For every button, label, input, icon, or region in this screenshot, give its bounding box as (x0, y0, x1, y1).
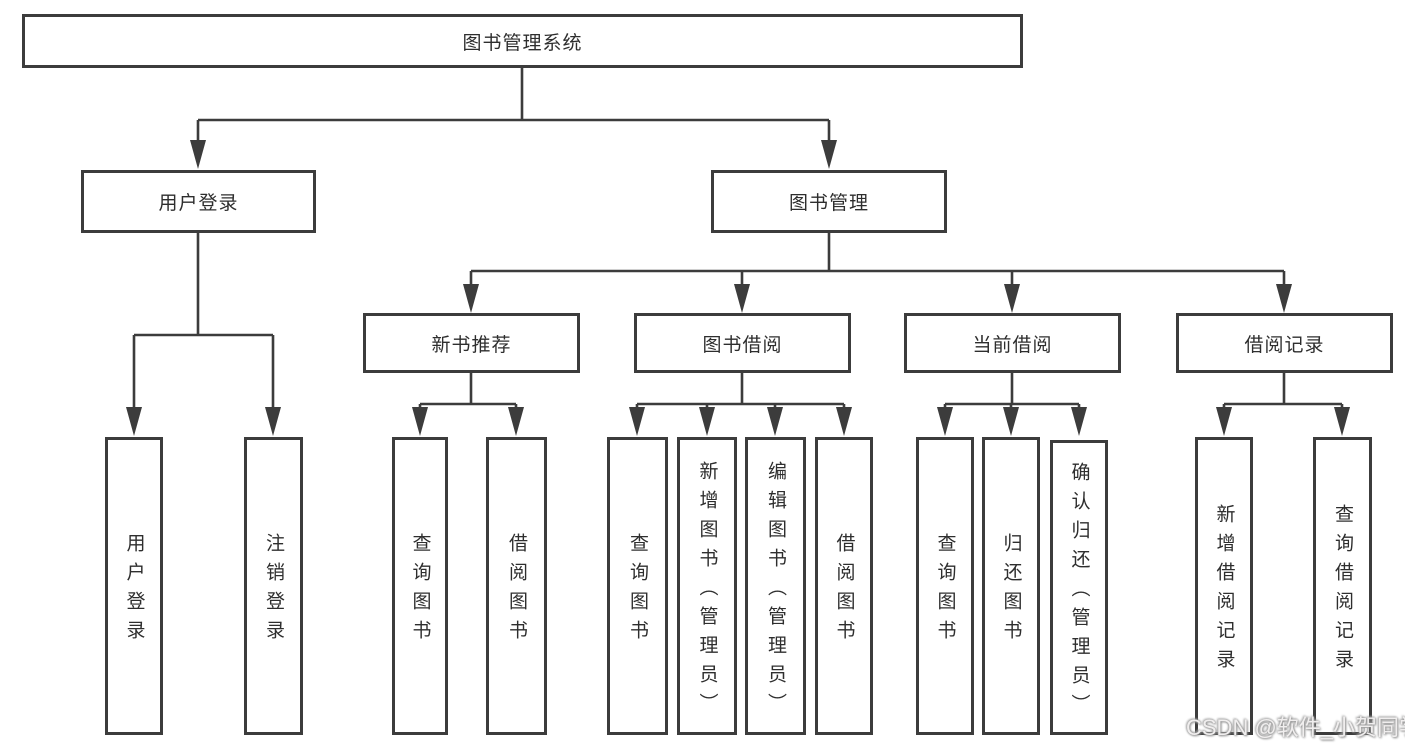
node-root-system: 图书管理系统 (22, 14, 1023, 68)
leaf-cb-return-book: 归还图书 (982, 437, 1040, 735)
leaf-user-login: 用户登录 (105, 437, 163, 735)
leaf-nb-query-book: 查询图书 (392, 437, 448, 735)
leaf-bb-edit-book-admin: 编辑图书（管理员） (745, 437, 806, 735)
node-new-book-recommend: 新书推荐 (363, 313, 580, 373)
leaf-cb-query-book: 查询图书 (916, 437, 974, 735)
node-borrow-records: 借阅记录 (1176, 313, 1393, 373)
leaf-nb-borrow-book: 借阅图书 (486, 437, 547, 735)
leaf-bb-add-book-admin: 新增图书（管理员） (677, 437, 737, 735)
leaf-br-query-record: 查询借阅记录 (1313, 437, 1372, 735)
csdn-watermark: CSDN @软件_小贺同学 (1186, 715, 1405, 740)
arrowheads (126, 140, 1350, 436)
leaf-bb-borrow-book: 借阅图书 (815, 437, 873, 735)
leaf-bb-query-book: 查询图书 (607, 437, 668, 735)
leaf-cb-confirm-return-admin: 确认归还（管理员） (1050, 440, 1108, 735)
leaf-br-add-record: 新增借阅记录 (1195, 437, 1253, 735)
node-book-management: 图书管理 (711, 170, 947, 233)
node-book-borrow: 图书借阅 (634, 313, 851, 373)
leaf-logout: 注销登录 (244, 437, 303, 735)
node-current-borrow: 当前借阅 (904, 313, 1121, 373)
node-user-login: 用户登录 (81, 170, 316, 233)
